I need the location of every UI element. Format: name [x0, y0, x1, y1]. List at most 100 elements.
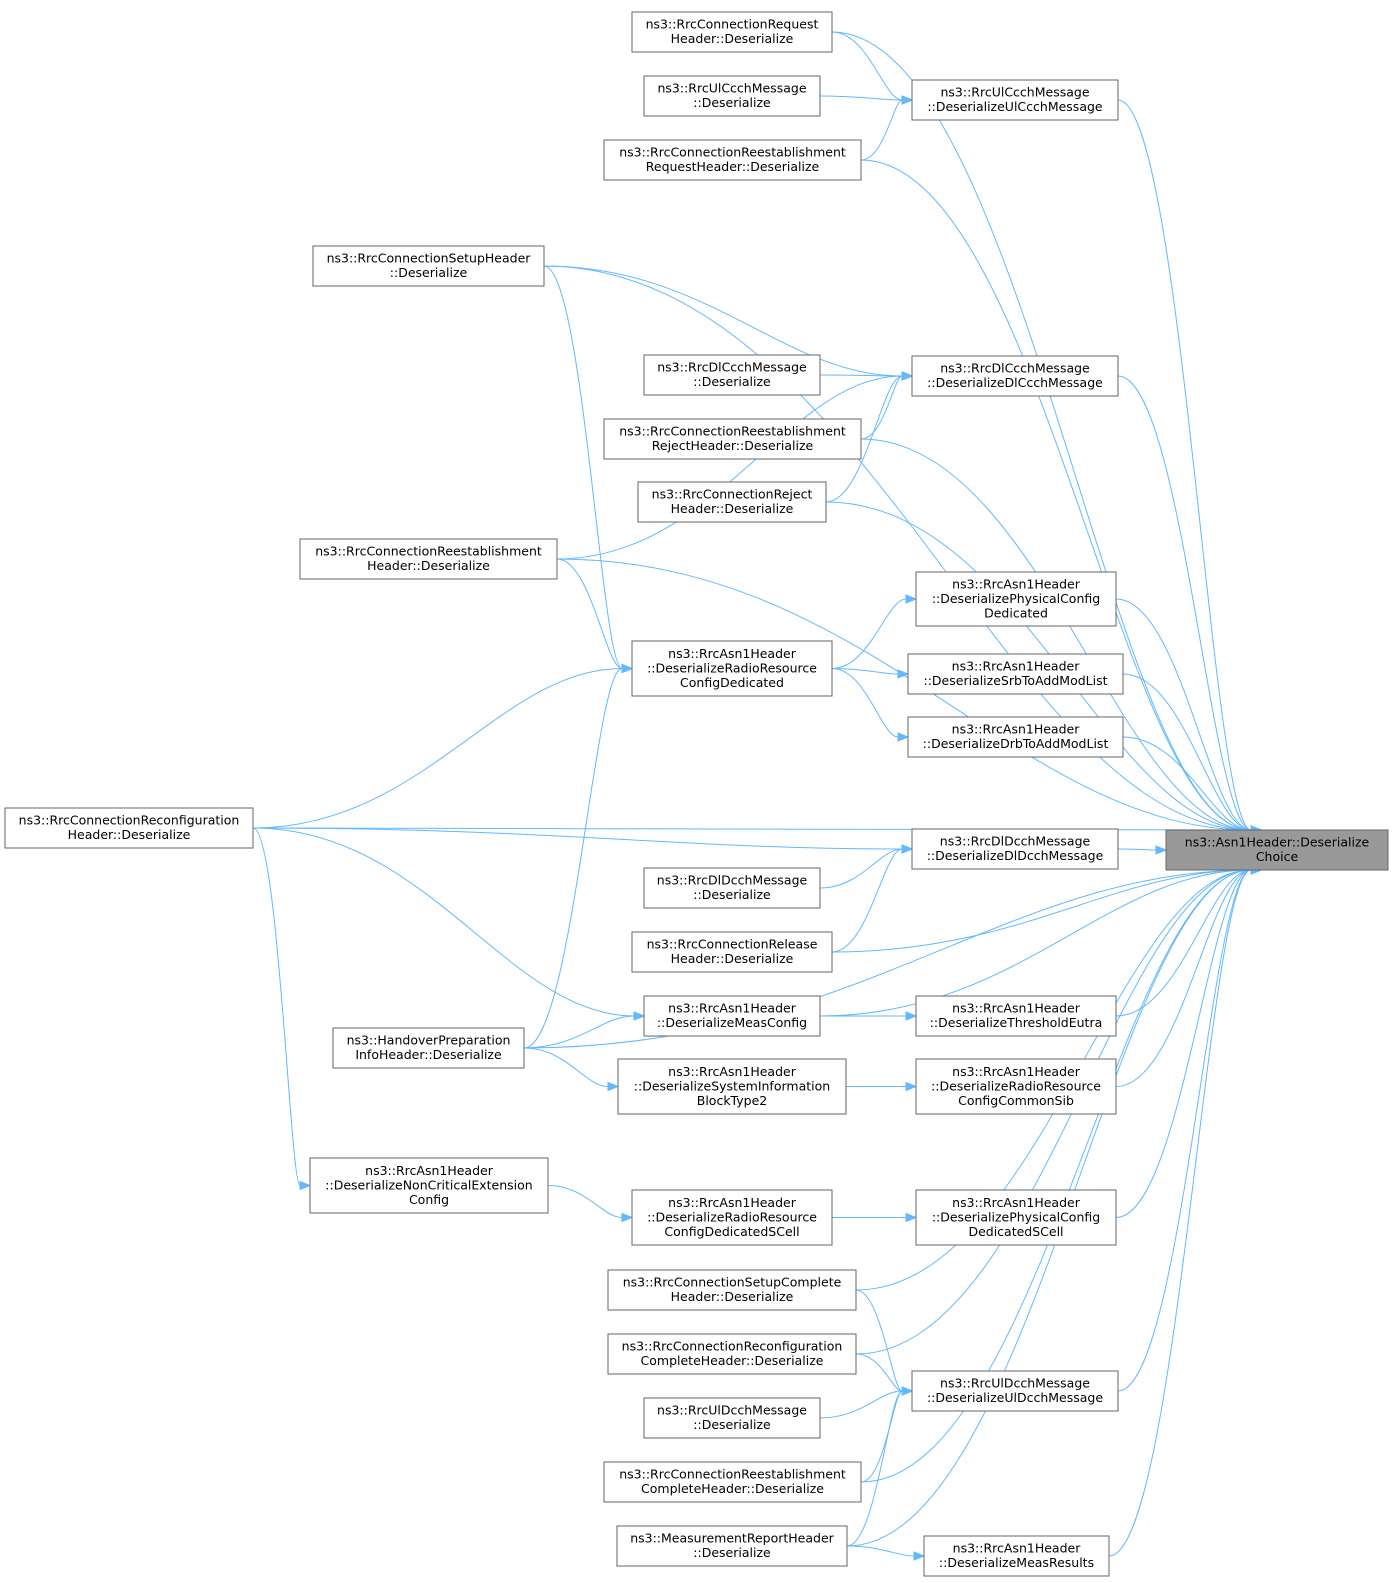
edge-line	[860, 99, 903, 161]
node-rcsc[interactable]: ns3::RrcConnectionSetupCompleteHeader::D…	[607, 1269, 857, 1311]
node-rcrc[interactable]: ns3::RrcConnectionReconfigurationHeader:…	[4, 807, 254, 849]
arrow-head-icon	[897, 732, 910, 742]
node-rcrel[interactable]: ns3::RrcConnectionReleaseHeader::Deseria…	[631, 931, 833, 973]
edge-line	[252, 668, 623, 829]
edge-line	[1122, 673, 1252, 831]
node-box	[643, 867, 821, 909]
edge-line	[831, 598, 907, 669]
node-rcre[interactable]: ns3::RrcConnectionReestablishmentHeader:…	[299, 538, 558, 580]
edge-hop-to-rrcd	[523, 663, 634, 1049]
arrow-head-icon	[905, 594, 918, 604]
arrow-head-icon	[621, 1212, 634, 1223]
node-label-line: ns3::RrcAsn1Header	[668, 646, 797, 661]
node-rrccs[interactable]: ns3::RrcAsn1Header::DeserializeRadioReso…	[915, 1058, 1117, 1115]
node-box	[309, 1157, 549, 1214]
node-drb[interactable]: ns3::RrcAsn1Header::DeserializeDrbToAddM…	[907, 716, 1124, 758]
node-label-line: ns3::RrcAsn1Header	[668, 1001, 797, 1016]
node-thr[interactable]: ns3::RrcAsn1Header::DeserializeThreshold…	[915, 995, 1117, 1037]
node-rcrcc[interactable]: ns3::RrcConnectionReconfigurationComplet…	[607, 1333, 857, 1375]
node-dldcch[interactable]: ns3::RrcDlDcchMessage::Deserialize	[643, 867, 821, 909]
node-uldcch[interactable]: ns3::RrcUlDcchMessage::Deserialize	[643, 1397, 821, 1439]
node-label-line: ns3::RrcDlCcchMessage	[657, 360, 807, 375]
edge-line	[547, 1185, 623, 1218]
node-pcd[interactable]: ns3::RrcAsn1Header::DeserializePhysicalC…	[915, 571, 1117, 627]
node-rcrr[interactable]: ns3::RrcConnectionReestablishmentRequest…	[603, 139, 862, 181]
node-box	[637, 481, 827, 523]
node-nce[interactable]: ns3::RrcAsn1Header::DeserializeNonCritic…	[309, 1157, 549, 1214]
node-label-line: ns3::RrcDlDcchMessage	[657, 873, 808, 888]
node-label-line: ns3::RrcConnectionReestablishment	[315, 544, 542, 559]
edge-line	[1115, 869, 1252, 1017]
node-pcds[interactable]: ns3::RrcAsn1Header::DeserializePhysicalC…	[915, 1189, 1117, 1246]
edge-line	[831, 31, 903, 101]
node-box	[332, 1027, 525, 1069]
edge-rcs-to-rrcd	[543, 265, 634, 674]
node-label-line: ::DeserializeRadioResource	[931, 1078, 1101, 1093]
node-box	[631, 640, 833, 697]
node-dlccchD[interactable]: ns3::RrcDlCcchMessage::DeserializeDlCcch…	[911, 355, 1119, 397]
edge-mres-to-root	[1108, 865, 1263, 1557]
edge-rcr-to-ulccchD	[831, 31, 914, 105]
node-label-line: ::DeserializeMeasResults	[939, 1555, 1094, 1570]
node-rcrj[interactable]: ns3::RrcConnectionReestablishmentRejectH…	[603, 418, 862, 460]
node-label-line: ::DeserializeNonCriticalExtension	[325, 1177, 532, 1192]
node-uldcchD[interactable]: ns3::RrcUlDcchMessage::DeserializeUlDcch…	[911, 1370, 1119, 1412]
node-label-line: Header::Deserialize	[367, 558, 490, 573]
edge-dldcchD-to-root	[1117, 845, 1168, 855]
edge-line	[831, 31, 1252, 831]
node-label-line: ::Deserialize	[693, 374, 771, 389]
edge-line	[860, 159, 1252, 831]
edge-rrcd-to-srb	[831, 668, 910, 679]
edge-ulccchD-to-root	[1117, 99, 1263, 835]
edge-line	[855, 1353, 903, 1392]
node-rcrec[interactable]: ns3::RrcConnectionReestablishmentComplet…	[603, 1461, 862, 1503]
node-box	[312, 245, 545, 287]
edge-mr-to-mres	[846, 1545, 926, 1561]
node-box	[4, 807, 254, 849]
arrow-head-icon	[901, 844, 914, 854]
node-label-line: ::DeserializeSystemInformation	[634, 1078, 830, 1093]
edge-line	[831, 869, 1252, 953]
edge-hop-to-sib2	[523, 1047, 620, 1092]
node-srb[interactable]: ns3::RrcAsn1Header::DeserializeSrbToAddM…	[907, 653, 1124, 695]
arrow-head-icon	[901, 371, 914, 381]
node-meas[interactable]: ns3::RrcAsn1Header::DeserializeMeasConfi…	[643, 995, 821, 1037]
node-label-line: ns3::RrcUlDcchMessage	[657, 1403, 807, 1418]
edge-rrcd-to-drb	[831, 668, 910, 742]
arrow-head-icon	[905, 1081, 918, 1092]
node-rcrej[interactable]: ns3::RrcConnectionRejectHeader::Deserial…	[637, 481, 827, 523]
node-label-line: ns3::RrcConnectionSetupHeader	[327, 251, 532, 266]
node-dlccch[interactable]: ns3::RrcDlCcchMessage::Deserialize	[643, 354, 821, 396]
node-ulccch[interactable]: ns3::RrcUlCcchMessage::Deserialize	[643, 75, 821, 117]
edge-rcrc-to-rrcd	[252, 663, 634, 829]
node-box	[915, 1058, 1117, 1115]
edge-uldcchD-to-root	[1117, 865, 1263, 1392]
node-sib2[interactable]: ns3::RrcAsn1Header::DeserializeSystemInf…	[617, 1058, 847, 1115]
node-rrcds[interactable]: ns3::RrcAsn1Header::DeserializeRadioReso…	[631, 1189, 833, 1246]
node-mr[interactable]: ns3::MeasurementReportHeader::Deserializ…	[616, 1525, 848, 1567]
edge-line	[846, 1390, 903, 1547]
edge-line	[1115, 869, 1252, 1087]
node-box	[911, 828, 1119, 870]
node-ulccchD[interactable]: ns3::RrcUlCcchMessage::DeserializeUlCcch…	[911, 79, 1119, 121]
node-label-line: ::DeserializePhysicalConfig	[932, 591, 1100, 606]
node-rrcd[interactable]: ns3::RrcAsn1Header::DeserializeRadioReso…	[631, 640, 833, 697]
edge-line	[1117, 375, 1252, 831]
node-label-line: ns3::Asn1Header::Deserialize	[1185, 835, 1370, 850]
node-rcr[interactable]: ns3::RrcConnectionRequestHeader::Deseria…	[631, 11, 833, 53]
edge-rcrc-to-nce	[252, 827, 312, 1191]
node-dldcchD[interactable]: ns3::RrcDlDcchMessage::DeserializeDlDcch…	[911, 828, 1119, 870]
edge-line	[825, 375, 903, 503]
node-box	[915, 1189, 1117, 1246]
edge-line	[523, 1015, 635, 1049]
node-mres[interactable]: ns3::RrcAsn1Header::DeserializeMeasResul…	[923, 1535, 1110, 1577]
edge-meas-to-root	[819, 865, 1263, 1017]
node-hop[interactable]: ns3::HandoverPreparationInfoHeader::Dese…	[332, 1027, 525, 1069]
node-label-line: ::DeserializeDrbToAddModList	[923, 736, 1109, 751]
node-box	[607, 1333, 857, 1375]
node-rcs[interactable]: ns3::RrcConnectionSetupHeader::Deseriali…	[312, 245, 545, 287]
node-label-line: ::DeserializeUlDcchMessage	[927, 1390, 1103, 1405]
edge-line	[860, 375, 903, 440]
node-label-line: ns3::RrcAsn1Header	[952, 576, 1081, 591]
